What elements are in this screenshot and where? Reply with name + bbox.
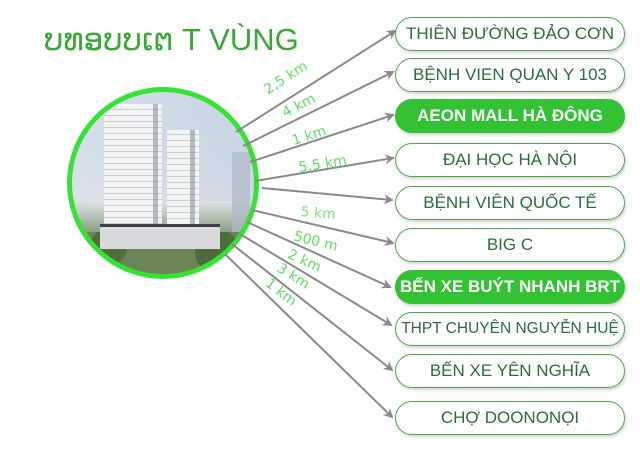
destination-benh-vien-quoc-te[interactable]: BỆNH VIÊN QUỐC TẾ <box>395 186 625 220</box>
line-10 <box>224 253 394 419</box>
tower-1 <box>104 104 162 229</box>
line-9 <box>231 243 394 372</box>
destination-ben-xe-yen-nghia[interactable]: BẾN XE YÊN NGHĨA <box>395 354 625 388</box>
line-2 <box>242 71 395 147</box>
line-6 <box>251 209 395 247</box>
destination-big-c[interactable]: BIG C <box>395 228 625 262</box>
destination-thpt-nguyen-hue[interactable]: THPT CHUYÊN NGUYỄN HUỆ <box>395 312 625 346</box>
destination-aeon-mall[interactable]: AEON MALL HÀ ĐÔNG <box>395 99 625 133</box>
tower-2 <box>167 130 199 230</box>
destination-dai-hoc-ha-noi[interactable]: ĐẠI HỌC HÀ NỘI <box>395 143 625 177</box>
podium <box>100 224 220 249</box>
destination-brt-station[interactable]: BẾN XE BUÝT NHANH BRT <box>395 270 625 304</box>
destination-thien-duong-bao-son[interactable]: THIÊN ĐƯỜNG ĐẢO CƠN <box>395 17 625 51</box>
line-8 <box>239 233 393 327</box>
distance-label-5: 5 km <box>300 204 337 224</box>
project-building-image <box>67 87 259 279</box>
destination-benh-vien-103[interactable]: BỆNH VIEN QUAN Y 103 <box>395 58 625 92</box>
line-1 <box>235 29 397 133</box>
destination-cho[interactable]: CHỢ DOONONỌI <box>395 401 625 435</box>
line-4 <box>254 154 395 182</box>
line-5 <box>261 187 394 205</box>
page-title: ບທອບບເຕ T VÙNG <box>44 22 299 57</box>
line-7 <box>246 221 392 289</box>
line-3 <box>249 112 395 163</box>
